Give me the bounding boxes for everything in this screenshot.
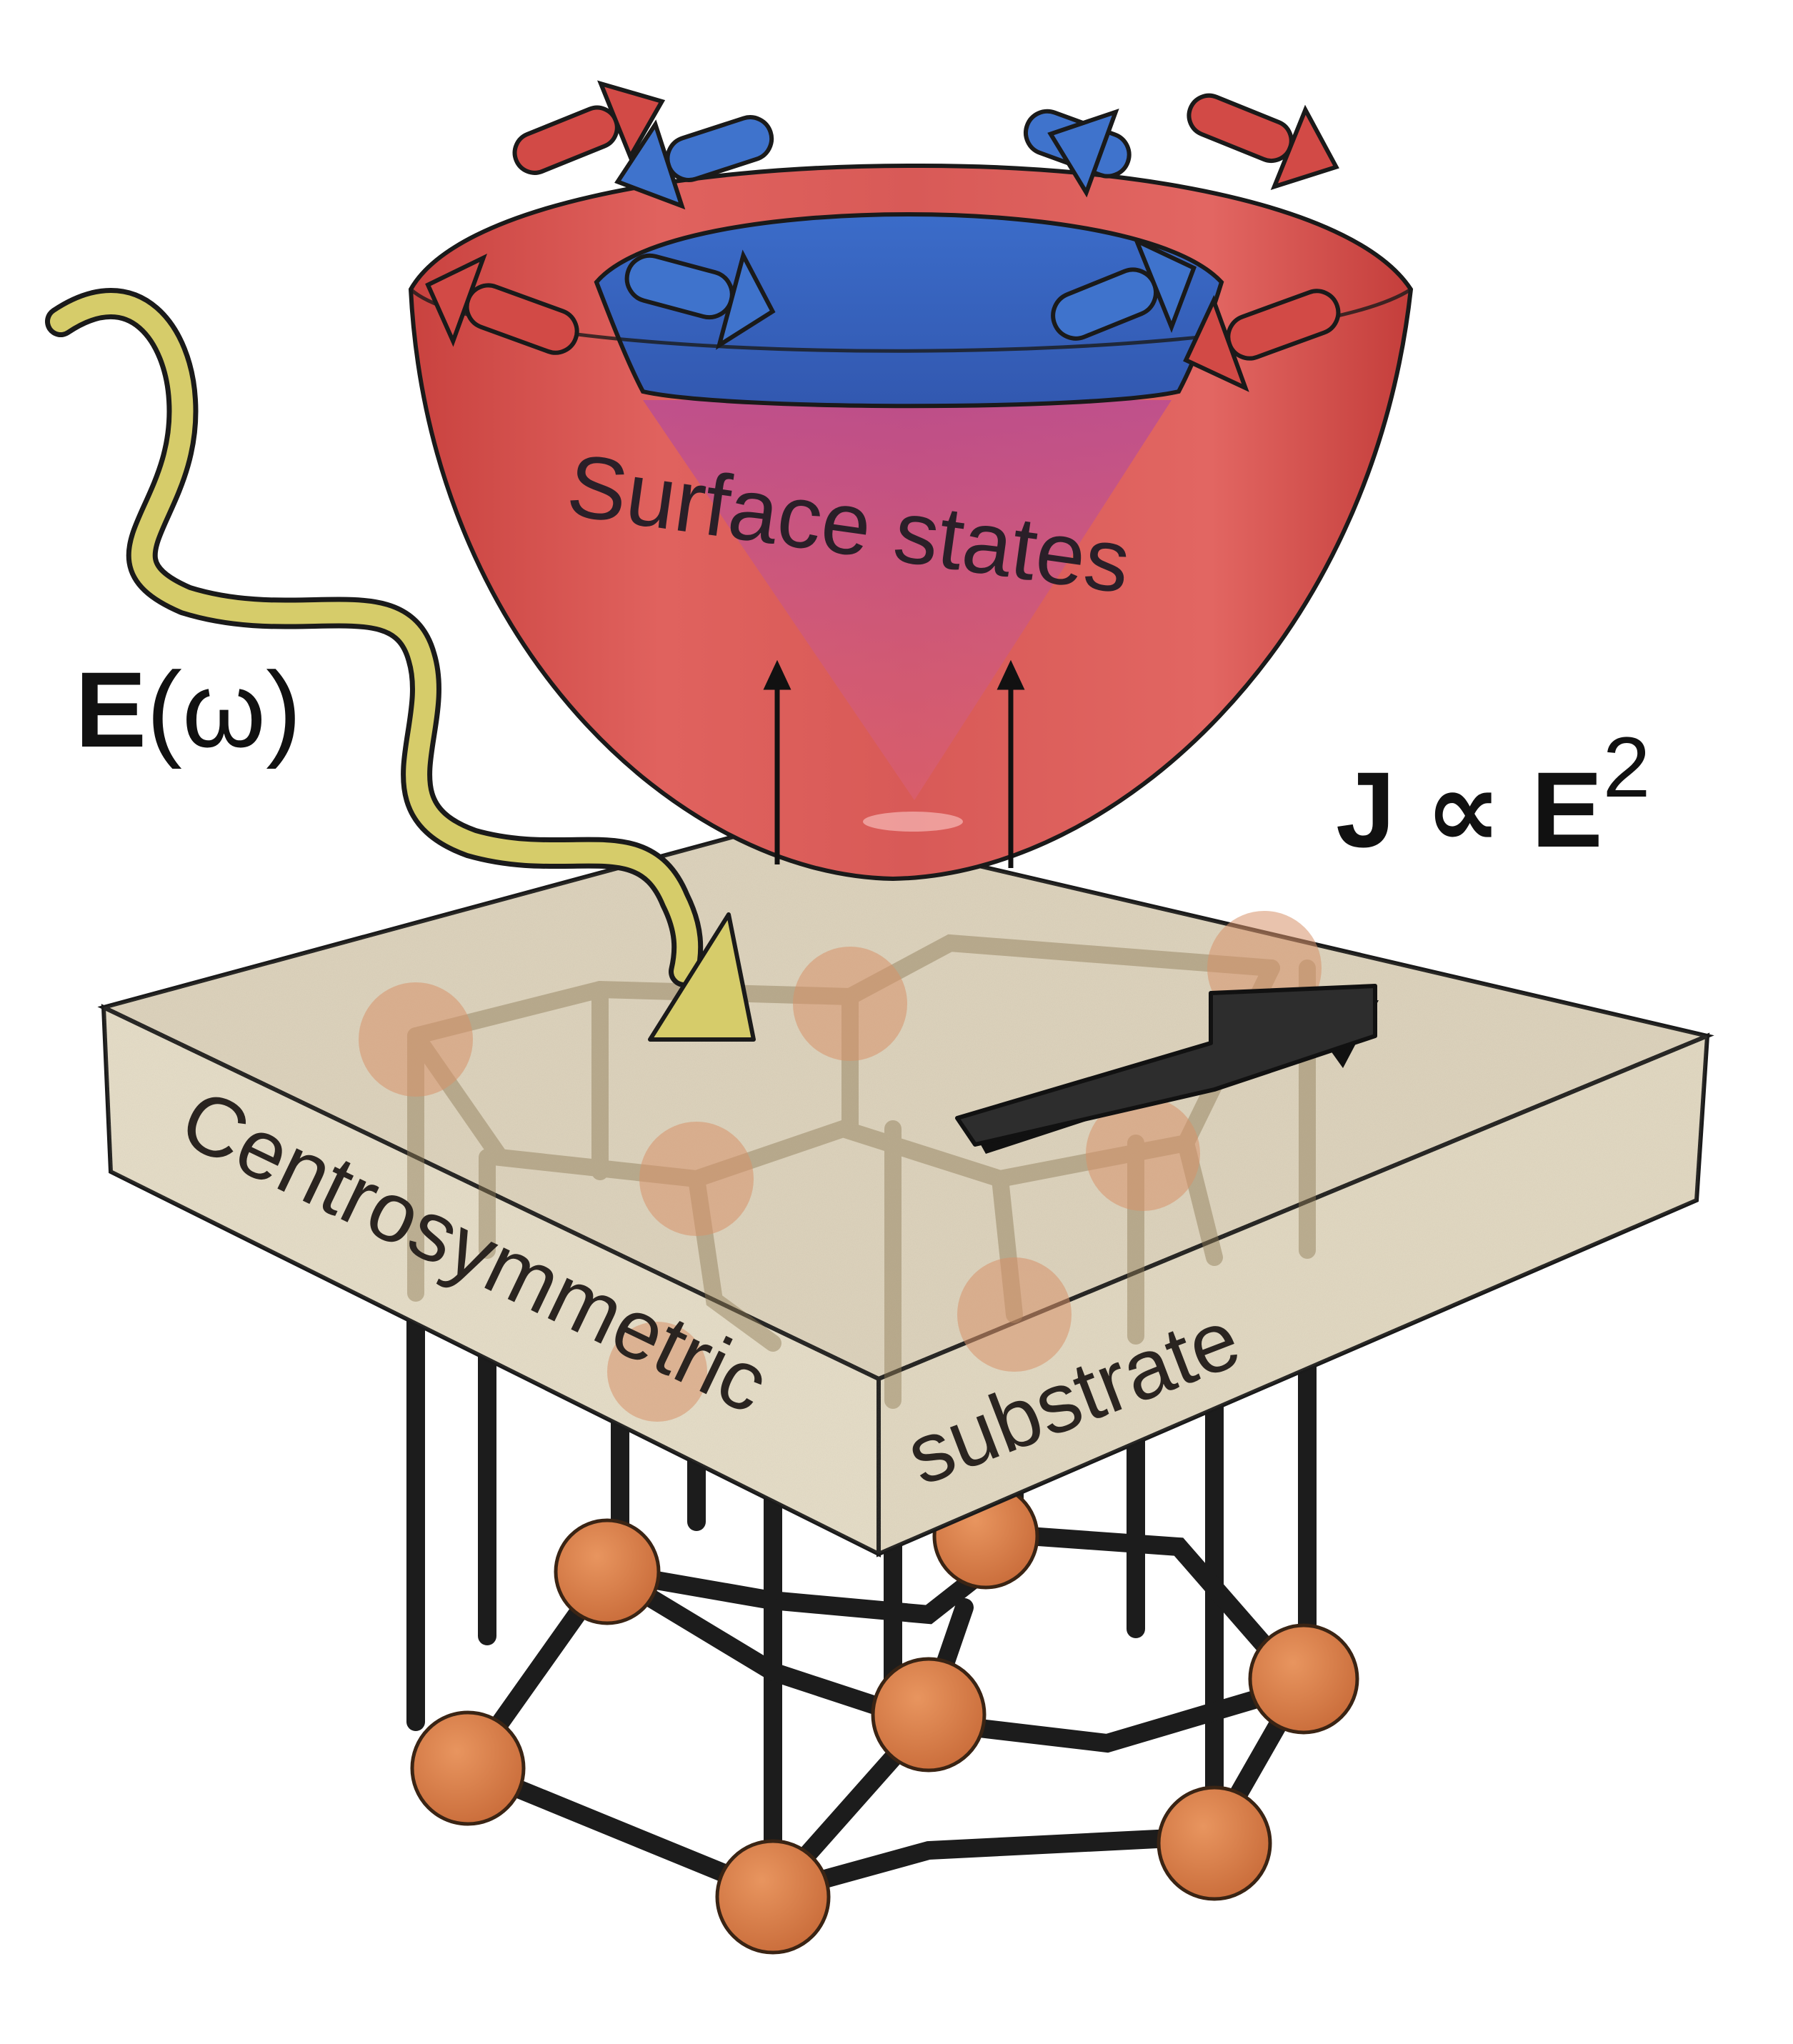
atom: [410, 1710, 526, 1826]
atom: [1086, 1097, 1200, 1211]
spin-arrow-icon: [1024, 108, 1132, 198]
field-label: E(ω): [75, 649, 301, 769]
spin-arrow-icon: [614, 115, 774, 210]
spin-arrow-icon: [1183, 289, 1341, 392]
current-label: J ∝ E2: [1336, 719, 1650, 869]
atom: [793, 947, 907, 1061]
excitation-arrows: [763, 659, 1025, 868]
field-symbol: E: [75, 649, 146, 769]
lattice-atoms-in-slab: [359, 911, 1322, 1422]
spin-arrows: [425, 80, 1341, 392]
current-arrow-icon: [955, 984, 1379, 1154]
spin-arrow-icon: [425, 254, 579, 355]
spin-arrow-icon: [624, 249, 776, 350]
atom: [639, 1122, 754, 1236]
atom: [1248, 1623, 1359, 1735]
atom: [359, 982, 473, 1097]
spin-arrow-icon: [1187, 93, 1339, 191]
surface-states-cone: [408, 163, 1414, 882]
spin-arrow-icon: [512, 80, 666, 175]
lattice-atoms-lower: [410, 1482, 1359, 1955]
inner-v-band: [643, 400, 1172, 800]
atom: [607, 1322, 707, 1422]
current-exponent: 2: [1603, 719, 1651, 815]
field-argument: (ω): [146, 649, 301, 769]
photon-arrowhead: [648, 912, 756, 1042]
atom: [871, 1657, 987, 1773]
photon-wave-icon: [45, 288, 756, 1042]
spin-arrow-icon: [1051, 236, 1197, 341]
atom: [957, 1257, 1072, 1372]
atom: [715, 1839, 831, 1955]
current-relation: J ∝ E: [1336, 749, 1603, 869]
atom: [554, 1518, 661, 1625]
atom: [1157, 1785, 1272, 1901]
